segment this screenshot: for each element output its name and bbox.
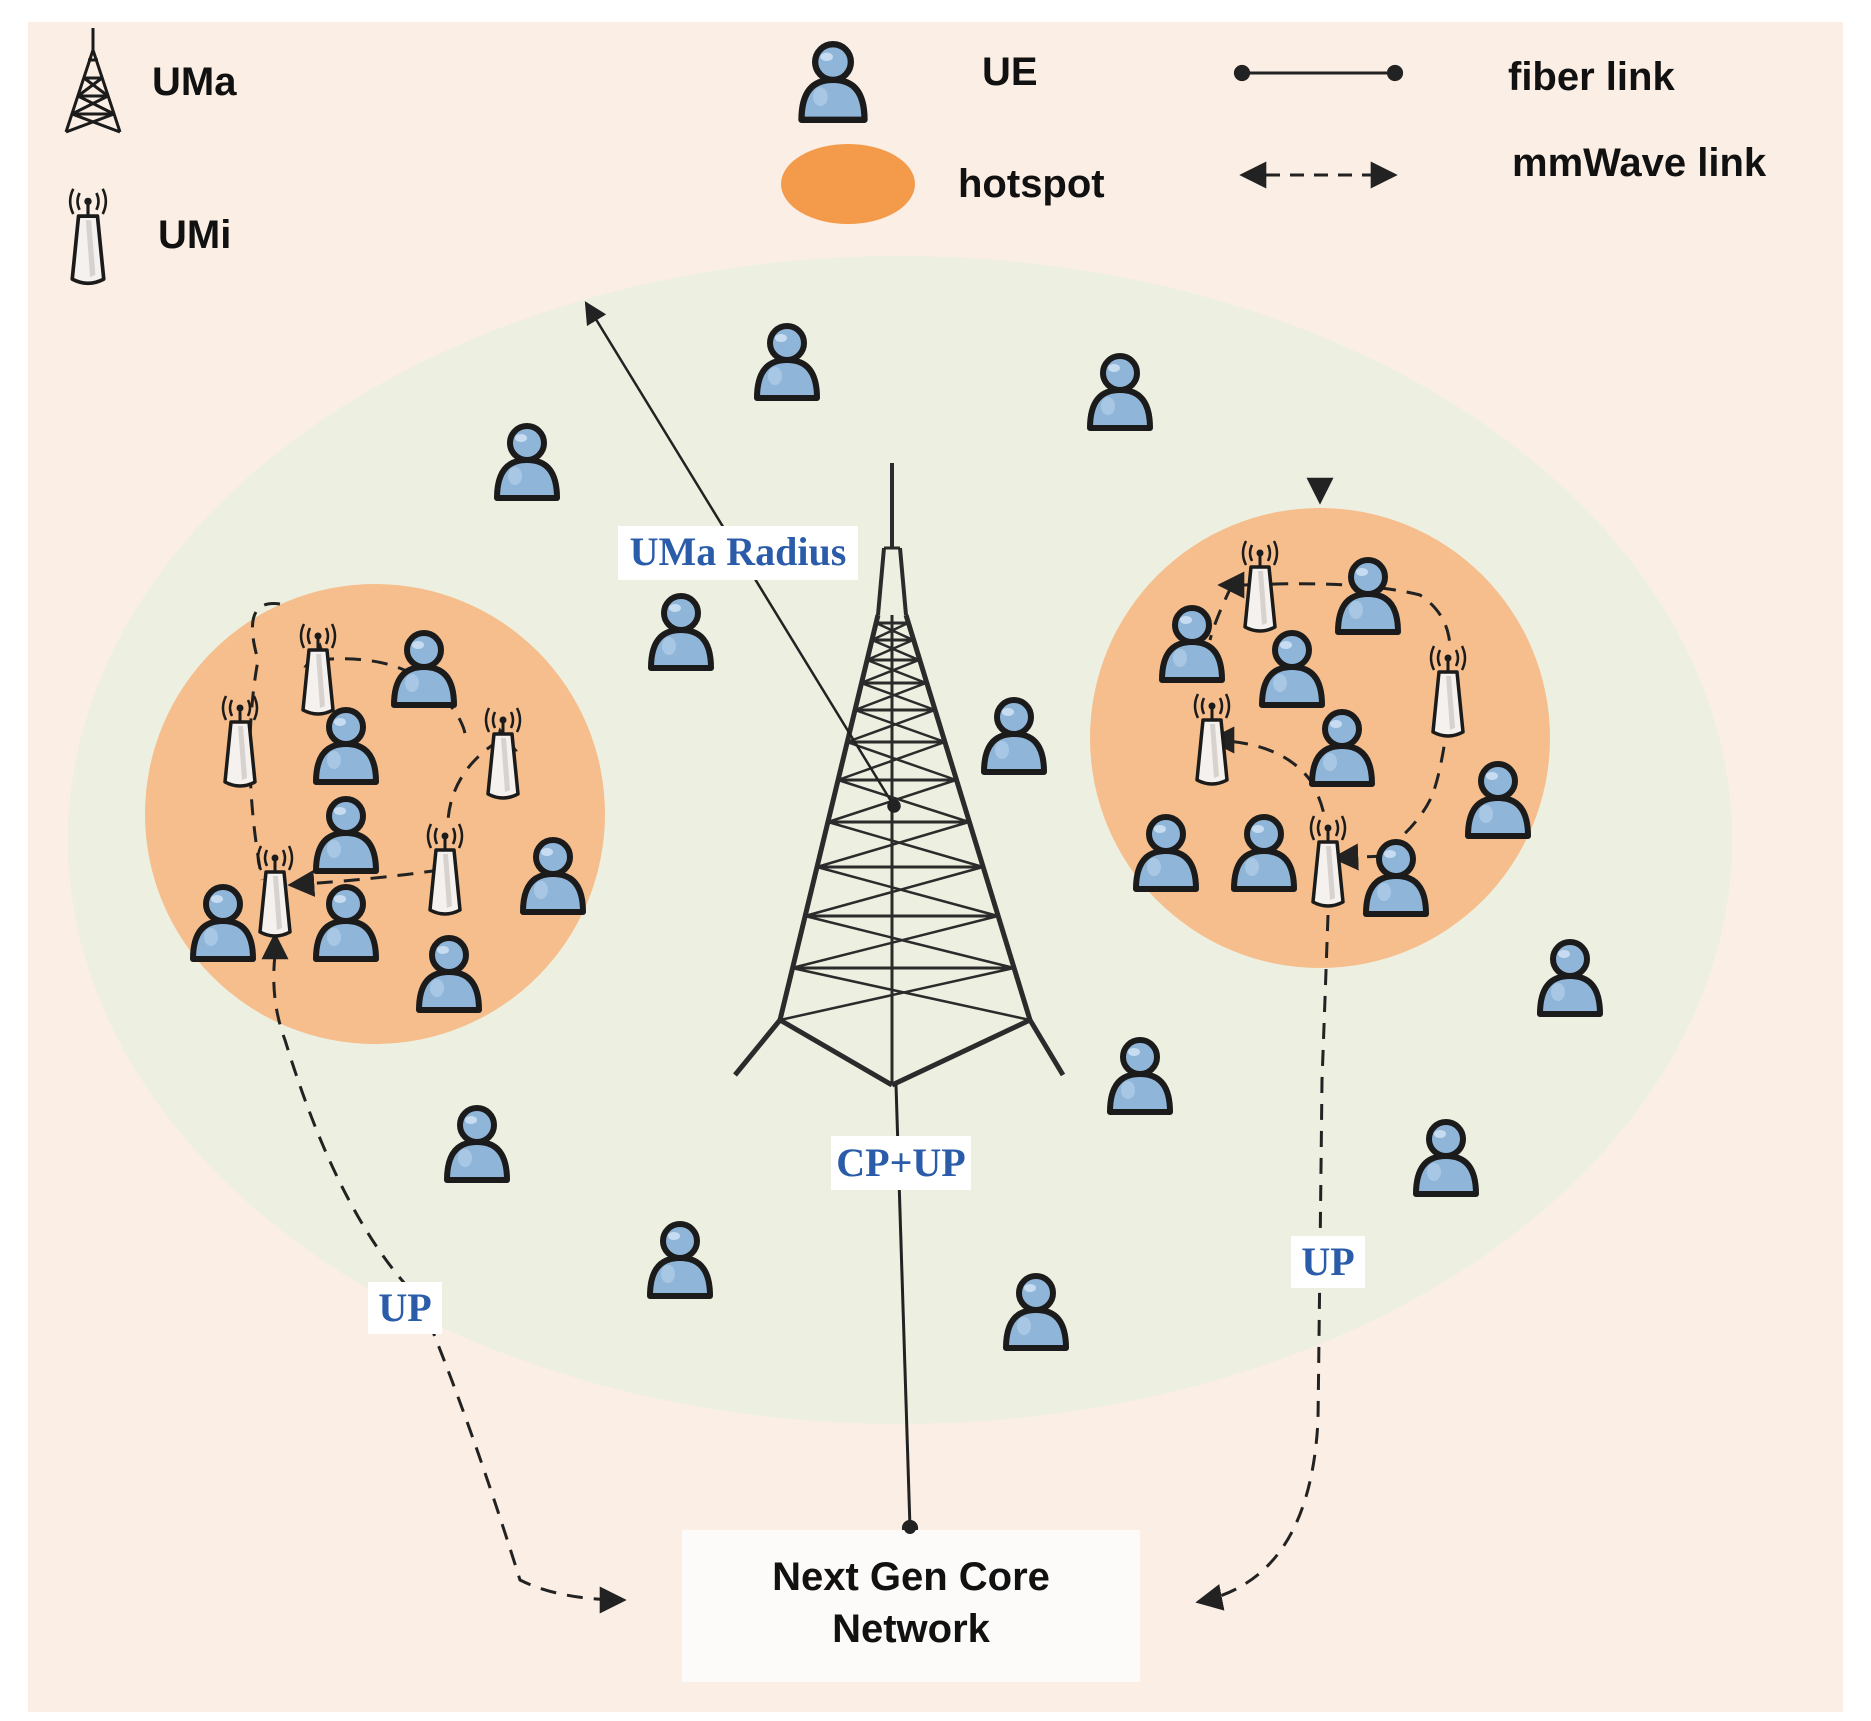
- legend-fiber-label: fiber link: [1508, 55, 1675, 99]
- hotspot-legend-icon: [781, 144, 915, 224]
- legend-hotspot-label: hotspot: [958, 162, 1105, 206]
- up-right-label: UP: [1301, 1239, 1354, 1284]
- core-network-line2: Network: [832, 1607, 991, 1651]
- legend-ue-label: UE: [982, 50, 1038, 94]
- uma-radius-label-bg: [618, 526, 858, 580]
- hotspot-left: [145, 584, 605, 1044]
- up-left-label: UP: [378, 1285, 431, 1330]
- cp-up-label-bg: [831, 1136, 971, 1190]
- cp-up-label: CP+UP: [836, 1140, 965, 1185]
- core-network-box: [682, 1530, 1140, 1682]
- up-right-label-bg: [1291, 1236, 1365, 1288]
- uma-legend-icon: [64, 28, 122, 134]
- legend-uma-label: UMa: [152, 60, 237, 104]
- core-network-line1: Next Gen Core: [772, 1555, 1050, 1599]
- legend: UMa UMi UE hotspot fiber link mmWave lin…: [64, 28, 1767, 286]
- legend-umi-label: UMi: [158, 213, 231, 257]
- core-fiber-endpoint: [904, 1522, 916, 1534]
- legend-mmwave-label: mmWave link: [1512, 141, 1767, 185]
- up-left-label-bg: [368, 1282, 442, 1334]
- uma-radius-label: UMa Radius: [630, 529, 847, 574]
